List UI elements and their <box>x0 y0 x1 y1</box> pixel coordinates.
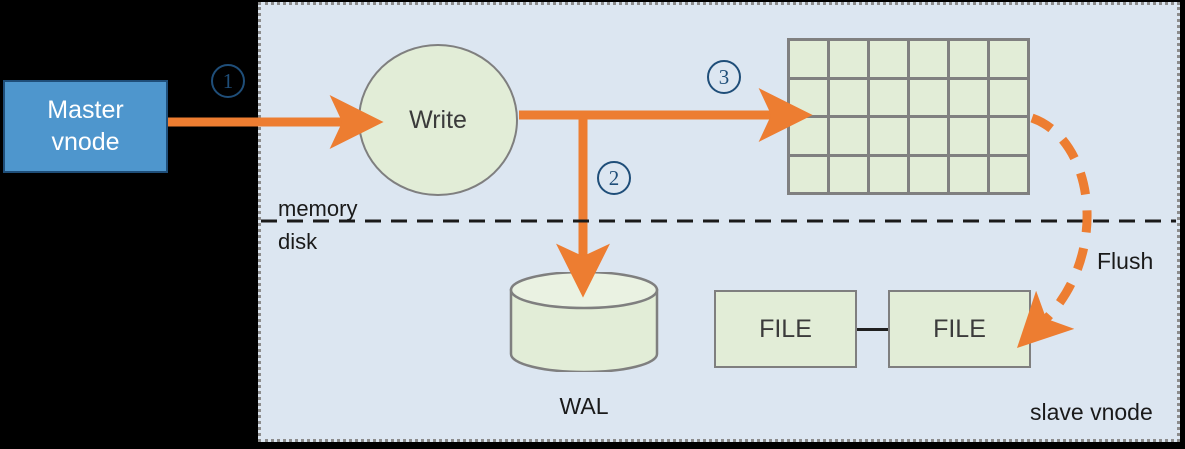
memory-grid-cell <box>790 41 827 77</box>
disk-tier-label: disk <box>278 229 318 254</box>
wal-label: WAL <box>559 393 609 419</box>
step-badge-2: 2 <box>597 161 631 195</box>
memory-grid-cell <box>870 156 907 192</box>
memory-grid-cell <box>990 79 1027 115</box>
file-box-1[interactable]: FILE <box>714 290 857 368</box>
memory-grid-cell <box>950 118 987 154</box>
memory-grid-cell <box>910 156 947 192</box>
memory-table-grid <box>787 38 1030 195</box>
memory-grid-cell <box>950 41 987 77</box>
memory-grid-cell <box>910 79 947 115</box>
slave-vnode-label: slave vnode <box>1030 399 1153 425</box>
memory-grid-cell <box>910 118 947 154</box>
memory-grid-cell <box>870 118 907 154</box>
file-box-2[interactable]: FILE <box>888 290 1031 368</box>
master-vnode-box[interactable]: Master vnode <box>3 80 168 173</box>
memory-grid-cell <box>870 41 907 77</box>
memory-grid-cell <box>990 118 1027 154</box>
memory-grid-cell <box>830 156 867 192</box>
memory-grid-cell <box>910 41 947 77</box>
memory-grid-cell <box>790 156 827 192</box>
master-vnode-label-line2: vnode <box>51 127 120 156</box>
step-badge-1: 1 <box>211 64 245 98</box>
file-link-connector <box>857 328 888 331</box>
memory-grid-cell <box>790 79 827 115</box>
memory-grid-cell <box>790 118 827 154</box>
memory-grid-cell <box>870 79 907 115</box>
memory-grid-cell <box>950 79 987 115</box>
write-node-label: Write <box>409 105 467 134</box>
memory-grid-cell <box>950 156 987 192</box>
memory-grid-cell <box>830 41 867 77</box>
flush-label: Flush <box>1097 248 1154 274</box>
memory-grid-cell <box>990 156 1027 192</box>
wal-cylinder-icon <box>509 270 659 374</box>
wal-cylinder[interactable] <box>509 270 659 374</box>
memory-grid-cell <box>990 41 1027 77</box>
step-badge-3: 3 <box>707 60 741 94</box>
file-box-1-label: FILE <box>759 314 812 343</box>
master-vnode-label-line1: Master <box>47 96 124 125</box>
memory-grid-cell <box>830 118 867 154</box>
memory-grid-cell <box>830 79 867 115</box>
file-box-2-label: FILE <box>933 314 986 343</box>
memory-tier-label: memory <box>278 196 358 221</box>
write-node[interactable]: Write <box>358 44 518 196</box>
